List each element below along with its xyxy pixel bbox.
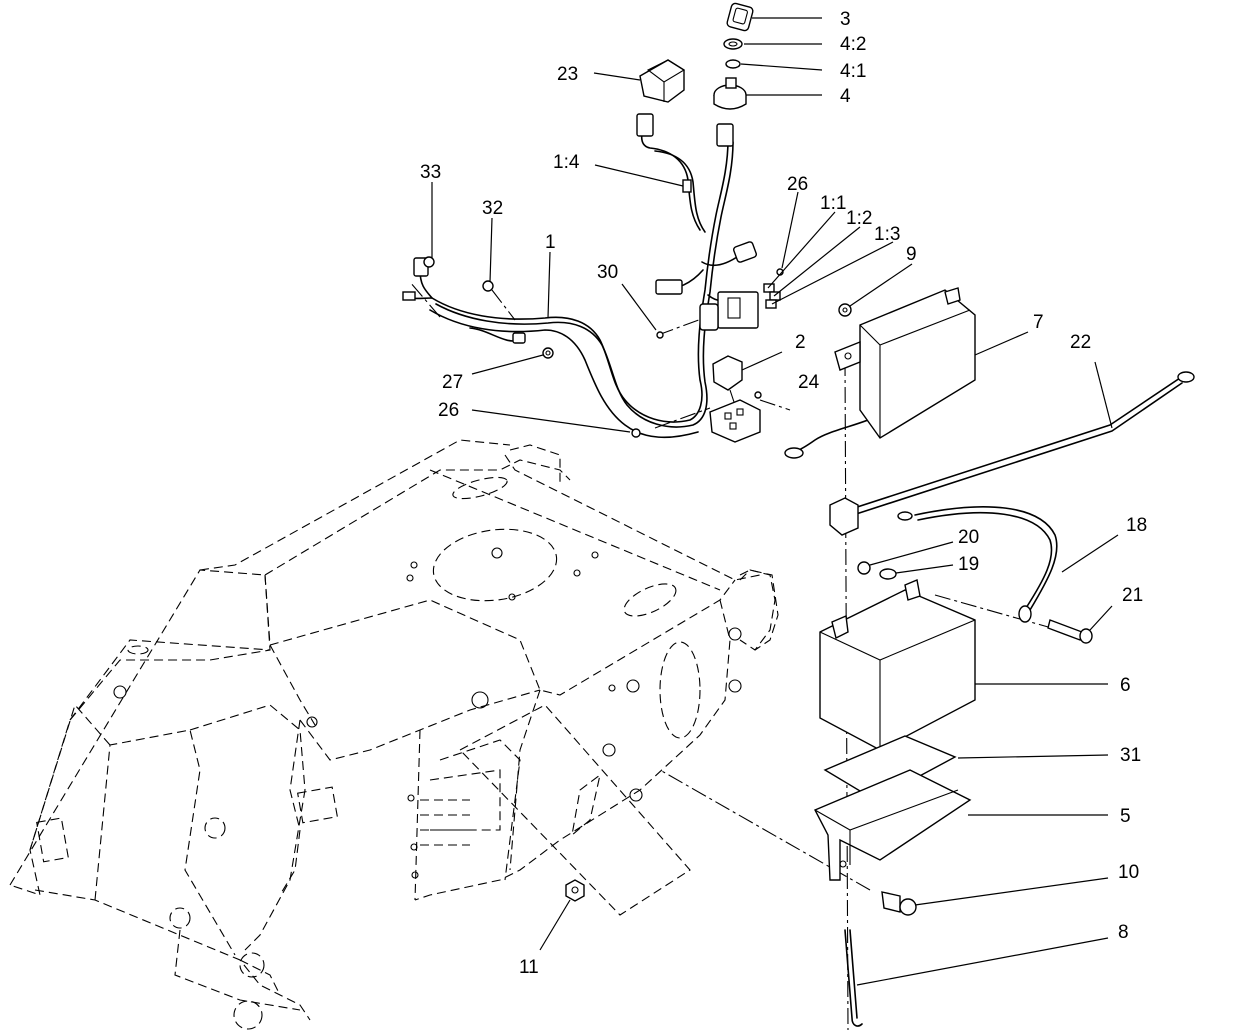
nut-20	[857, 561, 871, 575]
callout-10: 10	[1118, 862, 1139, 883]
callout-20: 20	[958, 527, 979, 548]
nut-11	[565, 879, 585, 902]
callout-21: 21	[1122, 585, 1143, 606]
callout-9: 9	[906, 244, 917, 265]
washer-19	[879, 568, 897, 580]
callout-24: 24	[798, 372, 820, 393]
wire-harness	[402, 113, 881, 459]
assembly-lines	[409, 281, 1081, 1031]
callout-11: 11	[519, 957, 539, 978]
callout-4-2: 4:2	[840, 34, 866, 55]
callout-18: 18	[1126, 515, 1147, 536]
callout-1-1: 1:1	[820, 193, 846, 214]
callout-7: 7	[1033, 312, 1044, 333]
callout-6: 6	[1120, 675, 1131, 696]
bolt-10	[881, 891, 917, 916]
callout-1-3: 1:3	[874, 224, 900, 245]
callout-1-4: 1:4	[553, 152, 580, 173]
battery-cover	[834, 287, 976, 439]
callout-5: 5	[1120, 806, 1131, 827]
callout-23: 23	[557, 64, 578, 85]
callout-32: 32	[482, 198, 503, 219]
leader-lines	[431, 17, 1119, 986]
battery-tray	[814, 769, 972, 881]
callout-3: 3	[840, 9, 851, 30]
negative-cable	[897, 506, 1058, 623]
callout-labels: 3 4:2 4:1 4 23 1:4 33 32 1 26 1:1 1:2 1:…	[420, 9, 1147, 978]
j-bolt-8	[844, 929, 863, 1027]
ignition-switch	[713, 2, 754, 110]
callout-1: 1	[545, 232, 556, 253]
callout-22: 22	[1070, 332, 1091, 353]
callout-26-top: 26	[787, 174, 808, 195]
callout-30: 30	[597, 262, 618, 283]
callout-33: 33	[420, 162, 441, 183]
positive-cable	[829, 371, 1195, 536]
callout-8: 8	[1118, 922, 1129, 943]
callout-2: 2	[795, 332, 806, 353]
callout-19: 19	[958, 554, 979, 575]
nut-9	[838, 303, 852, 317]
chassis-frame	[9, 439, 779, 1030]
callout-27: 27	[442, 372, 463, 393]
battery-pad	[823, 735, 957, 801]
bolt-21	[1047, 619, 1093, 644]
callout-1-2: 1:2	[846, 208, 872, 229]
fuse-block	[639, 59, 686, 103]
callout-4: 4	[840, 86, 851, 107]
callout-31: 31	[1120, 745, 1141, 766]
callout-4-1: 4:1	[840, 61, 866, 82]
callout-26-bottom: 26	[438, 400, 459, 421]
battery	[819, 579, 976, 751]
